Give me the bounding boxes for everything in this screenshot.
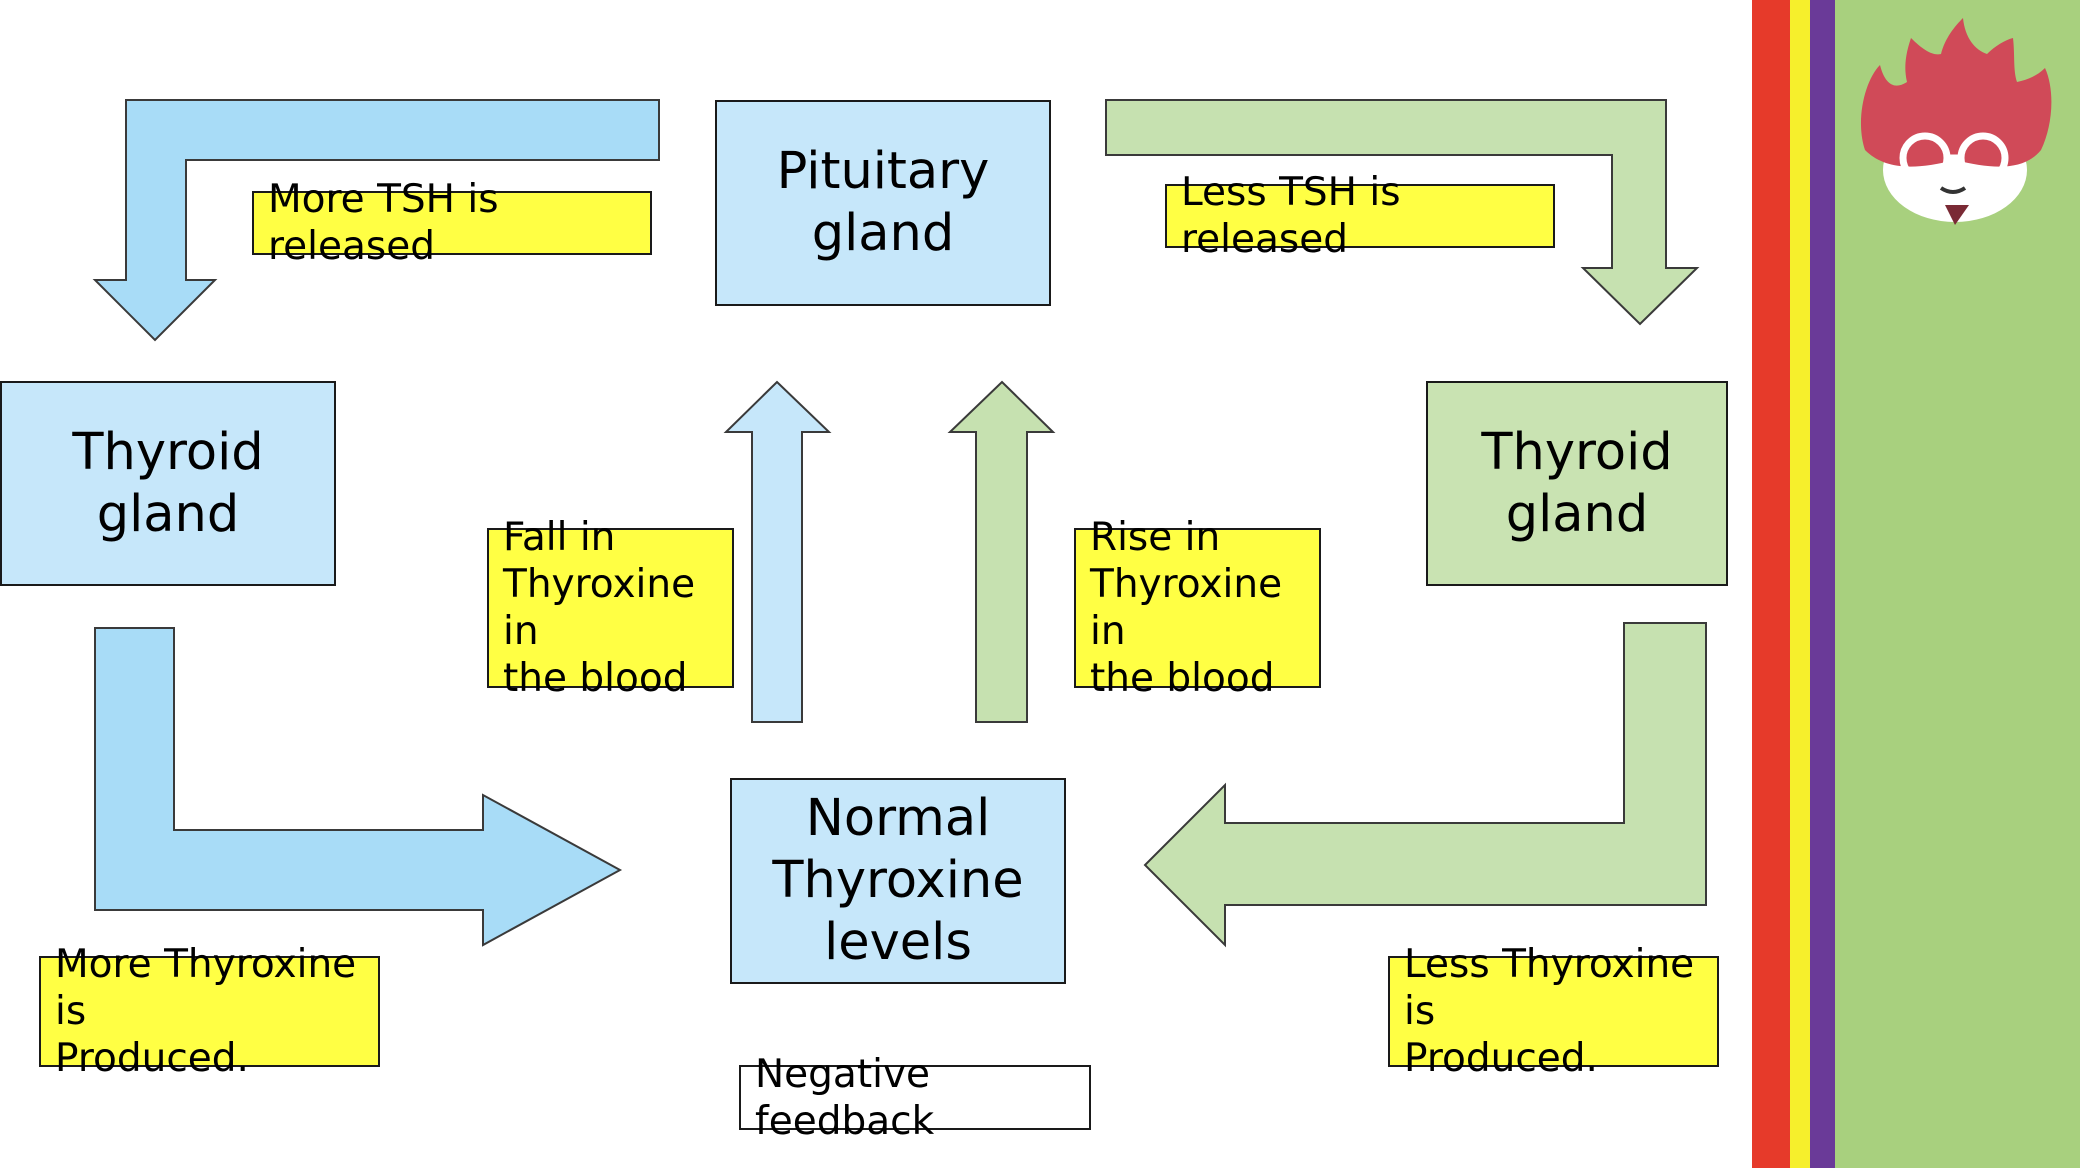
normal-thyroxine-box: Normal Thyroxine levels xyxy=(730,778,1066,984)
arrow-rise-up xyxy=(947,380,1056,723)
label-negative-feedback: Negative feedback xyxy=(739,1052,1091,1144)
arrow-more-tsh xyxy=(92,99,660,342)
label-less-tsh: Less TSH is released xyxy=(1165,170,1555,262)
label-more-tsh: More TSH is released xyxy=(252,177,652,269)
mascot-head-with-glasses-icon xyxy=(1860,18,2052,225)
label-fall-thyroxine: Fall in Thyroxine in the blood xyxy=(487,515,734,701)
thyroid-gland-left-box: Thyroid gland xyxy=(0,381,336,586)
stripe-yellow xyxy=(1790,0,1810,1168)
arrow-more-thyroxine xyxy=(94,627,623,947)
arrow-less-tsh xyxy=(1105,99,1700,326)
pituitary-gland-box: Pituitary gland xyxy=(715,100,1051,306)
thyroid-gland-right-box: Thyroid gland xyxy=(1426,381,1728,586)
stripe-red xyxy=(1752,0,1790,1168)
arrow-fall-up xyxy=(723,380,832,723)
arrow-less-thyroxine xyxy=(1143,622,1707,948)
stripe-purple xyxy=(1810,0,1835,1168)
label-rise-thyroxine: Rise in Thyroxine in the blood xyxy=(1074,515,1321,701)
label-less-thyroxine: Less Thyroxine is Produced. xyxy=(1388,942,1719,1081)
label-more-thyroxine: More Thyroxine is Produced. xyxy=(39,942,380,1081)
